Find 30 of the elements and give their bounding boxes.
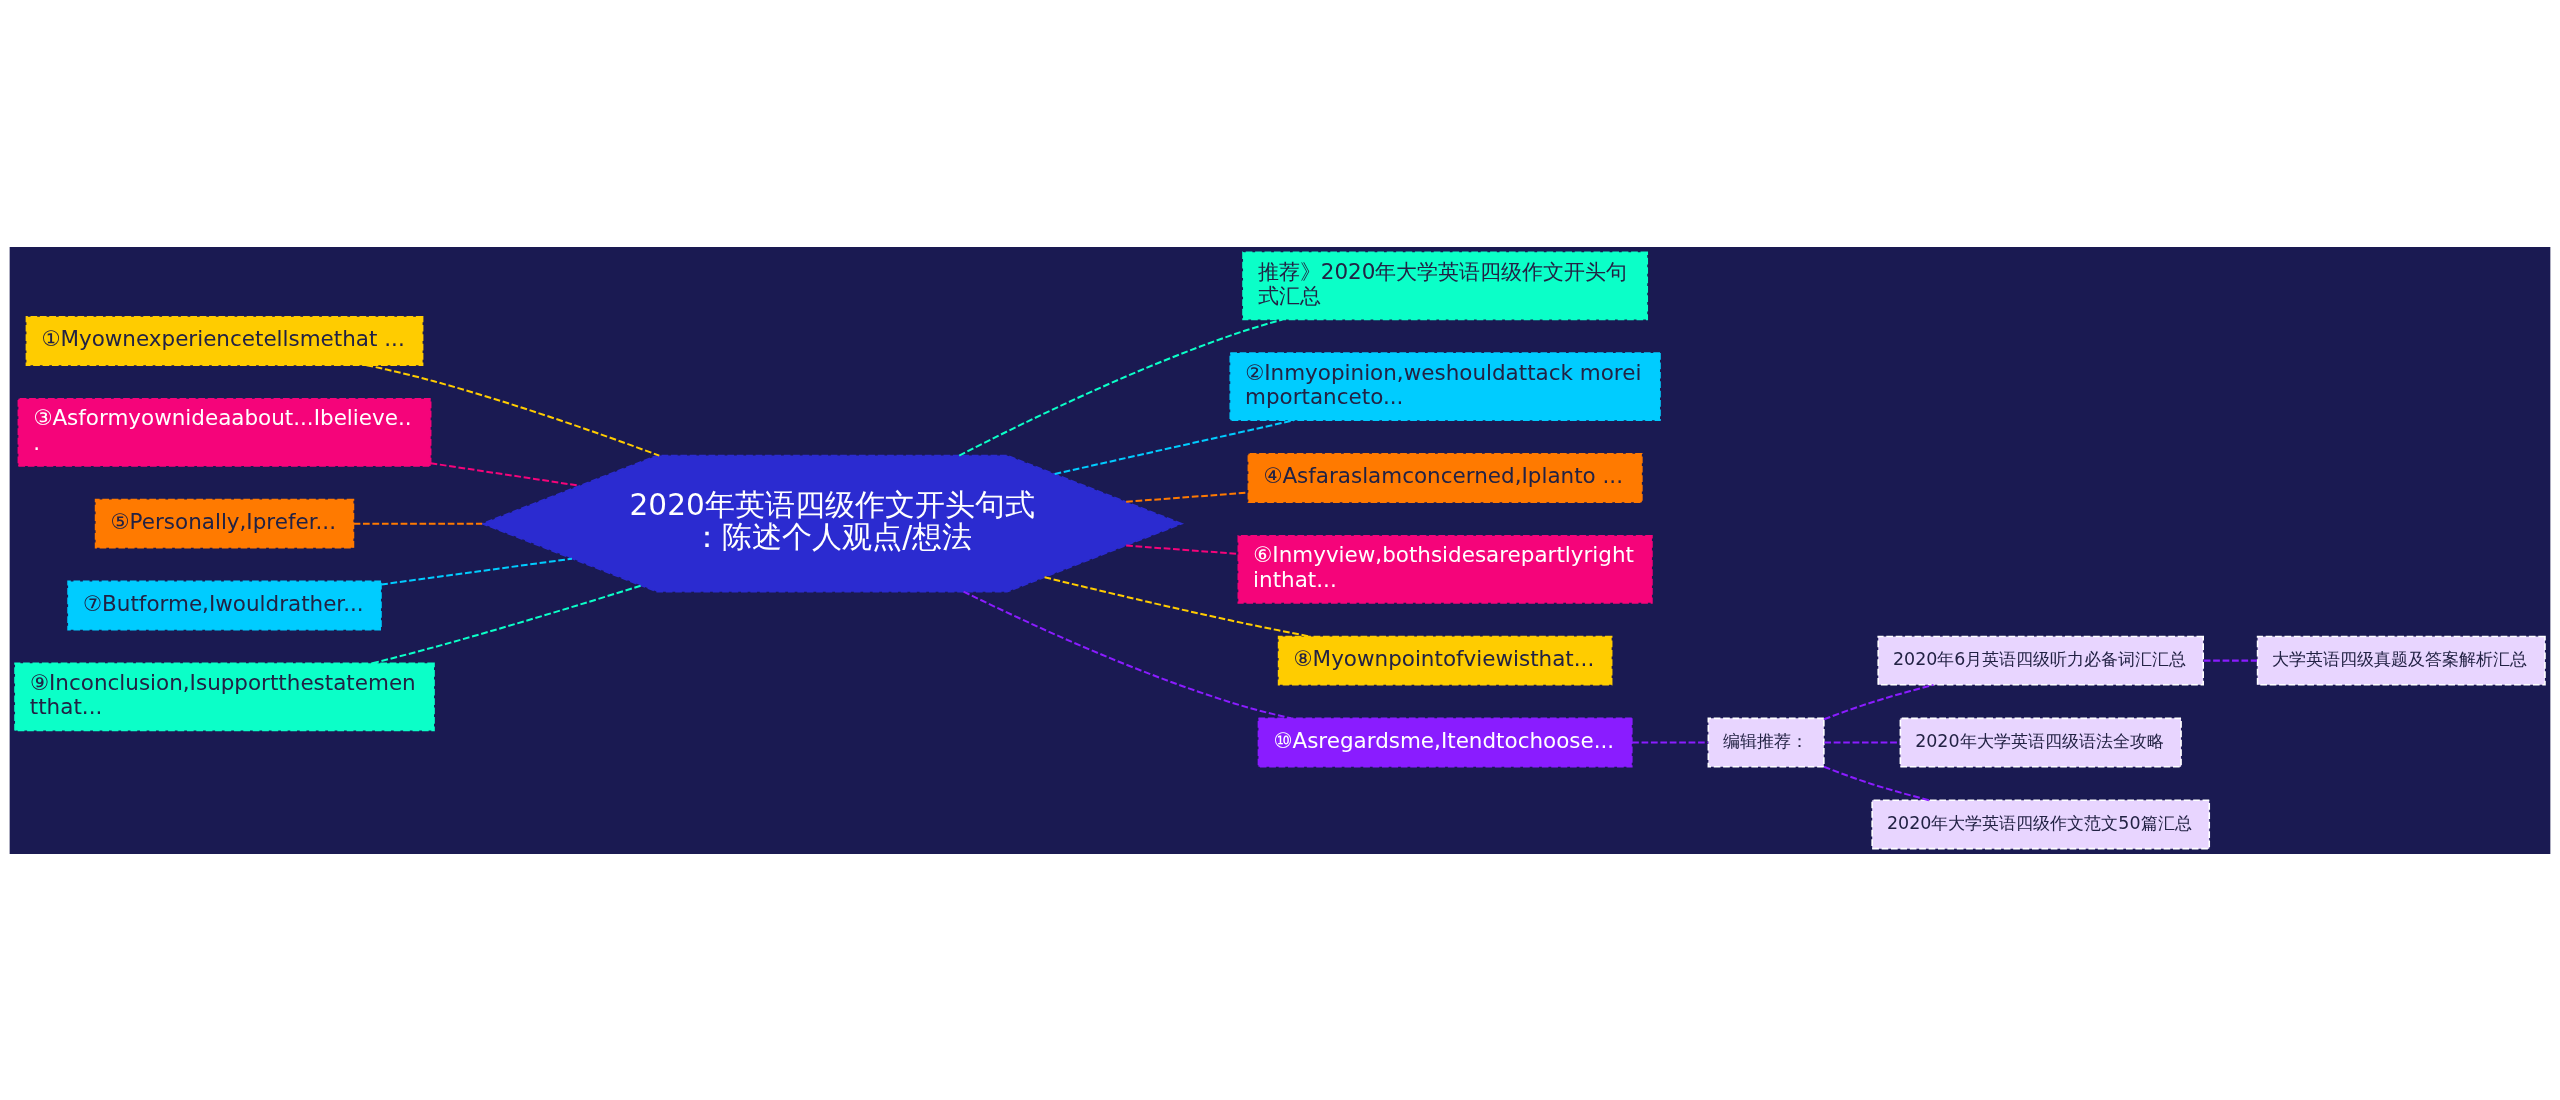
connector	[430, 461, 580, 487]
connector	[381, 557, 573, 585]
connector	[366, 363, 660, 457]
connector	[963, 590, 1292, 719]
connector	[1126, 544, 1238, 555]
connector	[1823, 683, 1934, 720]
node-box: ⑩Asregardsme,Itendtochoose...	[1257, 717, 1633, 767]
node-box: 2020年6月英语四级听力必备词汇汇总	[1877, 635, 2204, 686]
node-box: 2020年大学英语四级语法全攻略	[1899, 717, 2182, 767]
connector	[1823, 765, 1930, 801]
node-box: ⑦Butforme,Iwouldrather...	[67, 580, 382, 631]
connector	[372, 584, 642, 664]
node-box: ③Asformyownideaabout...Ibelieve...	[17, 397, 432, 467]
node-box: ①Myownexperiencetellsmethat ...	[25, 315, 424, 366]
connector	[2203, 659, 2258, 662]
node-box: ⑤Personally,Iprefer...	[94, 498, 355, 549]
node-box: 编辑推荐：	[1707, 717, 1825, 767]
node-box: ②Inmyopinion,weshouldattack moreimportanceto...	[1229, 351, 1661, 421]
node-box: ④Asfaraslamconcerned,Iplanto ...	[1247, 452, 1643, 503]
connector	[1054, 418, 1295, 475]
node-box: ⑥Inmyview,bothsidesarepartlyrightinthat...	[1237, 534, 1653, 604]
connector	[1044, 575, 1310, 637]
node-box: 2020年大学英语四级作文范文50篇汇总	[1871, 798, 2211, 849]
node-box: 大学英语四级真题及答案解析汇总	[2256, 635, 2546, 686]
connector	[1632, 741, 1709, 744]
node-box: ⑧Myownpointofviewisthat...	[1277, 635, 1613, 686]
connector	[353, 522, 483, 525]
node-box: 推荐》2020年大学英语四级作文开头句式汇总	[1242, 251, 1649, 320]
connector	[958, 318, 1283, 456]
node-box: ⑨Inconclusion,Isupportthestatementthat...	[14, 662, 435, 731]
